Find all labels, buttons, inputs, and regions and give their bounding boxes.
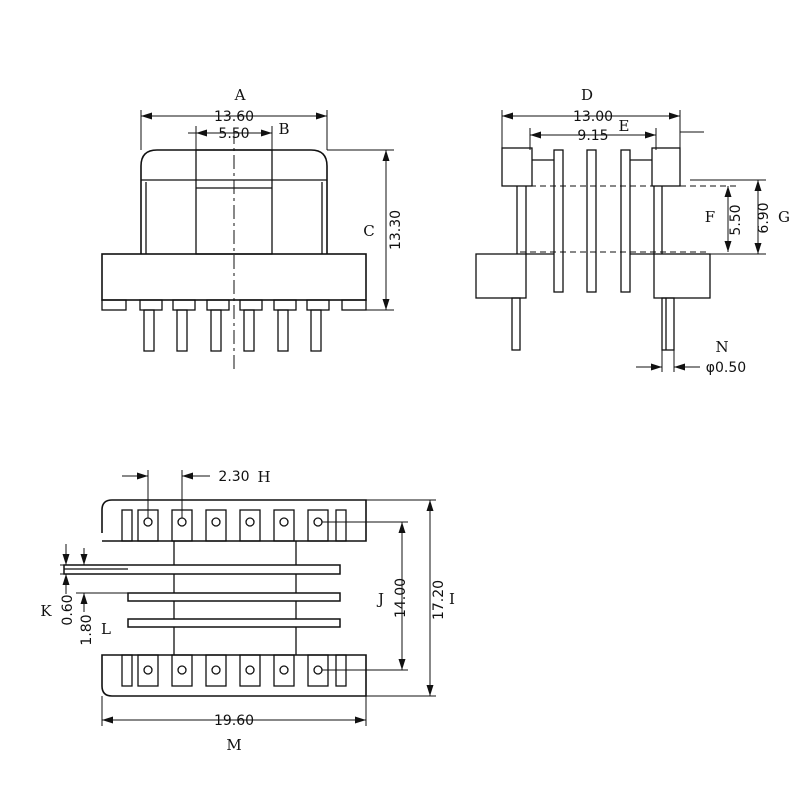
dim-h-letter: H — [257, 468, 270, 486]
dimension-k: K 0.60 — [40, 544, 90, 626]
dimension-e: E 9.15 — [529, 117, 657, 150]
dim-f-letter: F — [705, 208, 715, 226]
top-rail-slots — [121, 509, 347, 542]
dim-h-value: 2.30 — [218, 469, 249, 485]
dimension-h: 2.30 H — [122, 468, 271, 518]
bottom-pin-holes — [143, 665, 323, 675]
dim-d-value: 13.00 — [573, 109, 613, 125]
dim-a-letter: A — [234, 86, 246, 104]
dim-b-value: 5.50 — [218, 126, 249, 142]
dim-i-value: 17.20 — [431, 580, 447, 620]
dim-d-letter: D — [581, 86, 593, 104]
dimension-d: D 13.00 — [501, 86, 704, 148]
dimension-n: N φ0.50 — [636, 338, 746, 376]
dim-n-value: φ0.50 — [706, 360, 746, 376]
dim-l-letter: L — [101, 620, 111, 638]
dimension-c: C 13.30 — [327, 149, 404, 311]
dimension-l: L 1.80 — [76, 548, 128, 646]
dim-c-value: 13.30 — [388, 210, 404, 250]
dimension-g: G 6.90 — [690, 179, 790, 255]
dim-m-value: 19.60 — [214, 713, 254, 729]
dim-m-letter: M — [226, 736, 241, 754]
dim-f-value: 5.50 — [728, 204, 744, 235]
dimension-j: J 14.00 — [322, 521, 409, 671]
dim-a-value: 13.60 — [214, 109, 254, 125]
dimension-b: B 5.50 — [188, 120, 290, 150]
dimension-m: 19.60 M — [101, 696, 367, 754]
dim-c-letter: C — [363, 222, 374, 240]
dim-l-value: 1.80 — [79, 614, 95, 645]
dim-g-letter: G — [778, 208, 790, 226]
dimension-f: F 5.50 — [705, 186, 744, 252]
dim-e-letter: E — [619, 117, 630, 135]
bottom-rail-slots — [121, 654, 347, 687]
dim-b-letter: B — [278, 120, 289, 138]
dim-g-value: 6.90 — [756, 202, 772, 233]
dimension-i: 17.20 I — [366, 499, 455, 697]
front-pins — [143, 309, 322, 352]
dim-i-letter: I — [449, 590, 455, 608]
dimension-a: A 13.60 — [140, 86, 328, 150]
dim-j-letter: J — [376, 590, 384, 608]
dim-e-value: 9.15 — [577, 128, 608, 144]
bottom-view: 2.30 H 17.20 I J 14.00 — [40, 468, 455, 754]
dim-k-value: 0.60 — [60, 594, 76, 625]
dim-j-value: 14.00 — [393, 578, 409, 618]
side-view: D 13.00 E 9.15 F 5.50 — [475, 86, 790, 376]
front-view: A 13.60 B 5.50 C 13.30 — [101, 86, 404, 372]
dim-k-letter: K — [40, 602, 52, 620]
top-pin-holes — [143, 517, 323, 527]
dim-n-letter: N — [715, 338, 728, 356]
